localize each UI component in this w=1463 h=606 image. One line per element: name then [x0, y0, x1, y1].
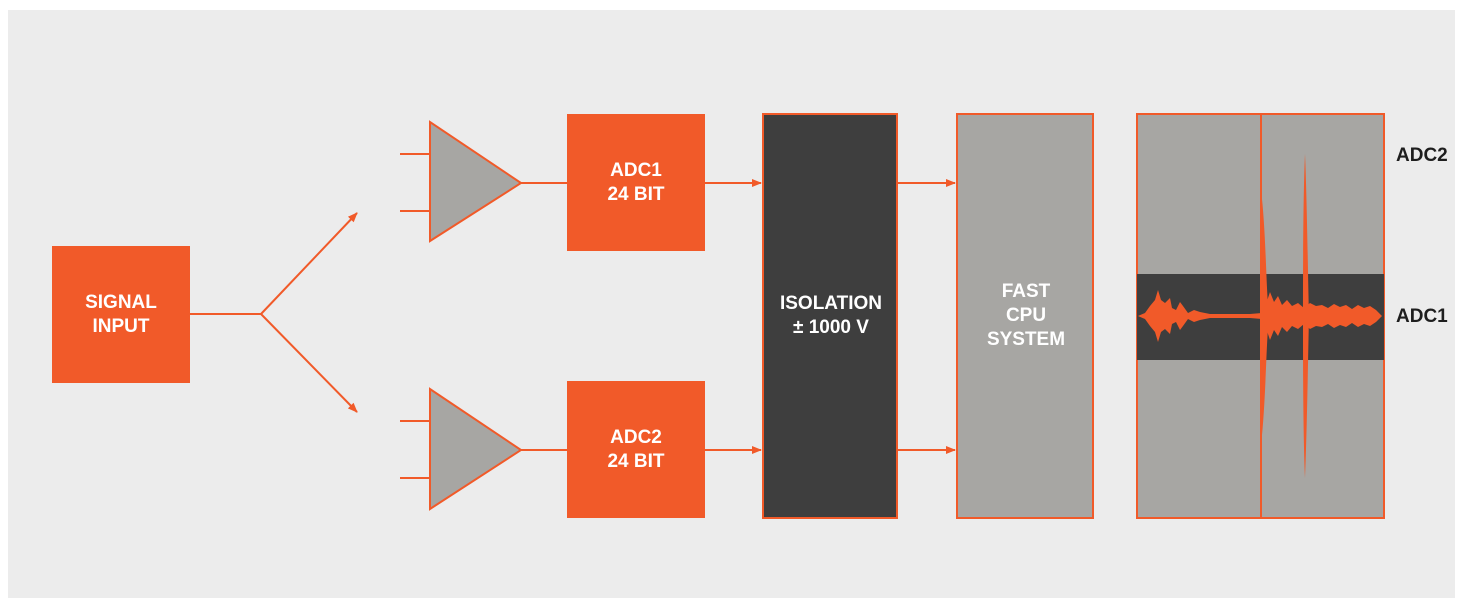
output-label-adc1: ADC1	[1396, 306, 1448, 327]
adc1-block	[567, 114, 705, 251]
cpu-label: FAST CPU SYSTEM	[986, 281, 1066, 350]
signal-split-lines	[190, 212, 358, 413]
cpu-block	[956, 113, 1094, 519]
output-label-adc2: ADC2	[1396, 145, 1448, 166]
isolation-block	[762, 113, 898, 519]
adc1-label: ADC1 24 BIT	[607, 159, 665, 205]
amplifier-triangle-icon	[429, 120, 523, 243]
signal-input-label: SIGNAL INPUT	[85, 291, 157, 337]
isolation-to-cpu-arrows	[897, 179, 956, 454]
waveform-display-icon	[1136, 113, 1385, 519]
adc-to-isolation-arrows	[705, 179, 762, 454]
adc2-block	[567, 381, 705, 518]
amplifier-top	[400, 120, 567, 243]
amplifier-triangle-icon	[429, 387, 523, 511]
adc2-label: ADC2 24 BIT	[607, 426, 665, 472]
isolation-label: ISOLATION ± 1000 V	[779, 293, 883, 338]
amplifier-bottom	[400, 387, 567, 511]
signal-input-block	[52, 246, 190, 383]
adc1-waveform	[1138, 290, 1382, 342]
